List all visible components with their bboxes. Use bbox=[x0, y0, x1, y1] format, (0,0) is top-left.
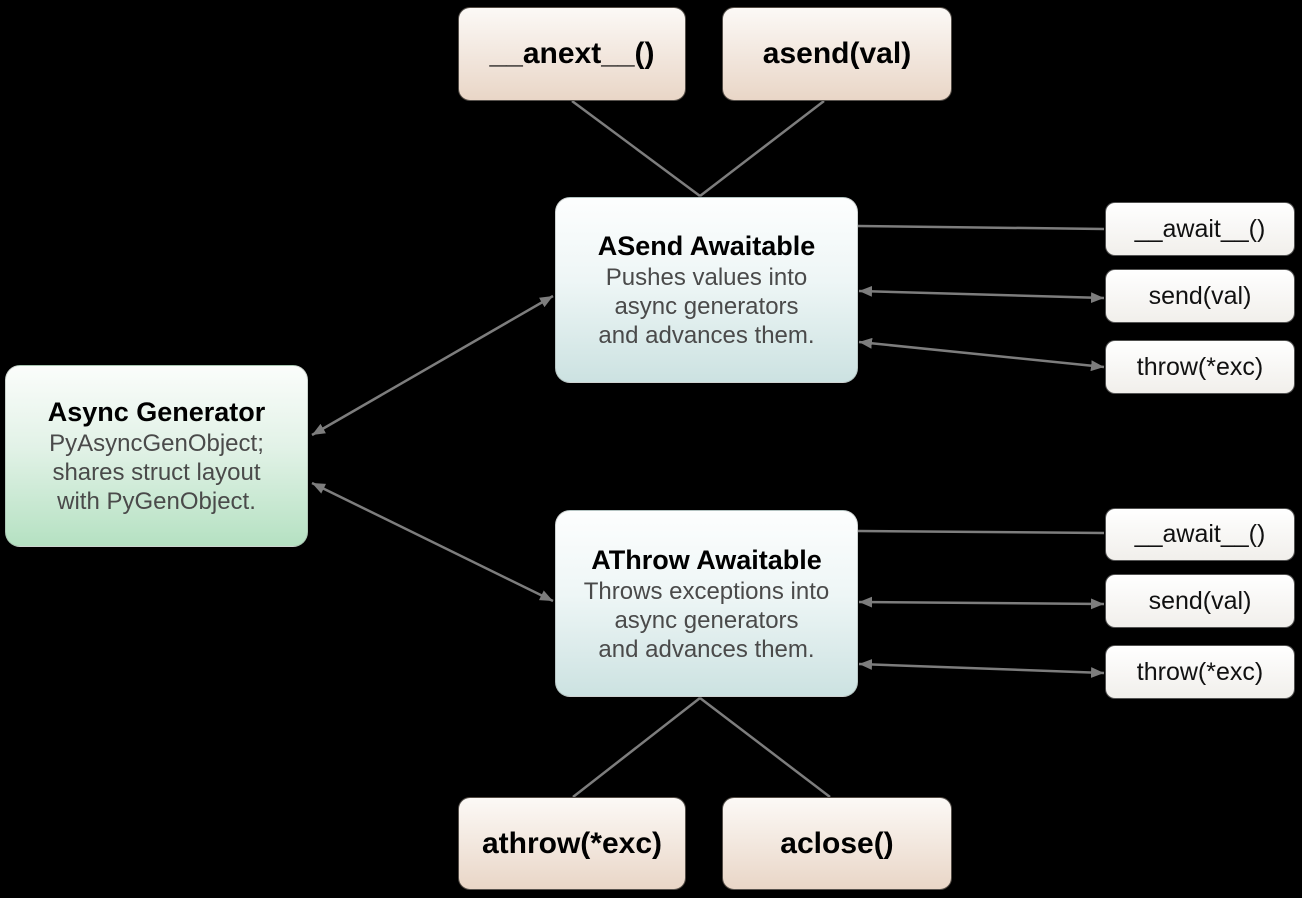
connector-athrow-awaitable-await bbox=[857, 529, 1105, 535]
connector-asend-awaitable-throw bbox=[858, 337, 1105, 372]
node-athrow-method-send: send(val) bbox=[1105, 574, 1295, 628]
node-asend-awaitable-title: ASend Awaitable bbox=[597, 231, 816, 261]
node-athrow-fn: athrow(*exc) bbox=[458, 797, 686, 890]
connector-async-generator-asend-awaitable bbox=[311, 294, 554, 437]
node-async-generator-body-line: PyAsyncGenObject; bbox=[49, 430, 264, 457]
node-asend-awaitable-body-line: Pushes values into bbox=[605, 264, 808, 291]
connector-asend-awaitable-send bbox=[858, 285, 1105, 304]
node-asend-method-throw: throw(*exc) bbox=[1105, 340, 1295, 394]
connector-asend-to-asend-awaitable bbox=[699, 100, 825, 197]
node-athrow-method-throw-label: throw(*exc) bbox=[1136, 657, 1264, 686]
connector-anext-to-asend-awaitable bbox=[571, 99, 701, 198]
node-athrow-method-send-label: send(val) bbox=[1148, 586, 1252, 615]
node-asend-method-throw-label: throw(*exc) bbox=[1136, 352, 1264, 381]
connector-asend-awaitable-await bbox=[857, 224, 1105, 231]
node-anext-label: __anext__() bbox=[489, 37, 655, 70]
connector-athrow-awaitable-throw bbox=[858, 659, 1105, 678]
node-async-generator: Async Generator PyAsyncGenObject; shares… bbox=[5, 365, 308, 547]
connector-async-generator-athrow-awaitable bbox=[311, 481, 554, 603]
node-athrow-awaitable: AThrow Awaitable Throws exceptions into … bbox=[555, 510, 858, 697]
node-athrow-method-await-label: __await__() bbox=[1134, 520, 1266, 548]
node-asend: asend(val) bbox=[722, 7, 952, 101]
node-asend-method-await: __await__() bbox=[1105, 202, 1295, 256]
node-athrow-awaitable-body-line: Throws exceptions into bbox=[583, 577, 830, 605]
node-async-generator-body-line: with PyGenObject. bbox=[57, 488, 256, 515]
connector-athrow-awaitable-to-aclose bbox=[699, 697, 831, 798]
connector-athrow-awaitable-to-athrow-fn bbox=[572, 697, 701, 798]
node-athrow-method-await: __await__() bbox=[1105, 508, 1295, 561]
node-asend-awaitable-body-line: and advances them. bbox=[598, 322, 815, 349]
node-athrow-awaitable-title: AThrow Awaitable bbox=[591, 544, 822, 575]
node-asend-awaitable-body-line: async generators bbox=[614, 293, 799, 320]
node-athrow-awaitable-body-line: and advances them. bbox=[598, 635, 815, 663]
node-athrow-method-throw: throw(*exc) bbox=[1105, 645, 1295, 699]
node-athrow-awaitable-body-line: async generators bbox=[614, 606, 799, 634]
node-asend-awaitable: ASend Awaitable Pushes values into async… bbox=[555, 197, 858, 383]
node-asend-label: asend(val) bbox=[762, 37, 912, 70]
node-asend-method-await-label: __await__() bbox=[1134, 214, 1266, 243]
node-anext: __anext__() bbox=[458, 7, 686, 101]
node-async-generator-title: Async Generator bbox=[47, 397, 266, 427]
node-athrow-fn-label: athrow(*exc) bbox=[481, 826, 663, 860]
node-asend-method-send: send(val) bbox=[1105, 269, 1295, 323]
connector-athrow-awaitable-send bbox=[858, 596, 1105, 610]
node-aclose-label: aclose() bbox=[780, 826, 894, 860]
node-aclose: aclose() bbox=[722, 797, 952, 890]
node-async-generator-body-line: shares struct layout bbox=[52, 459, 261, 486]
node-asend-method-send-label: send(val) bbox=[1148, 281, 1252, 310]
